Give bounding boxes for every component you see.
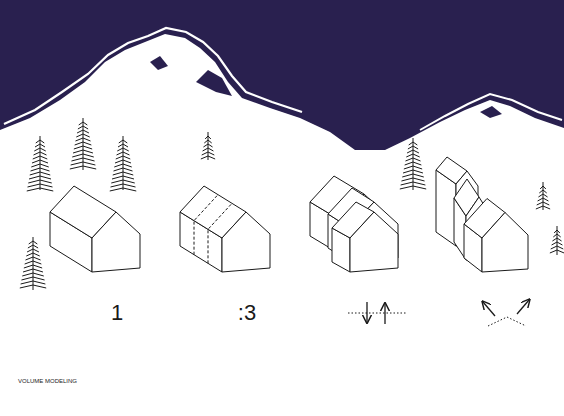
splay-symbol	[483, 300, 529, 326]
fir-tree	[536, 182, 550, 210]
push-pull-symbol	[348, 302, 406, 324]
house-volume	[50, 186, 140, 272]
fir-tree	[20, 237, 46, 290]
snow-ridge	[420, 94, 562, 130]
step-label: :3	[238, 302, 256, 324]
rock-shadow	[196, 70, 232, 96]
step-label: 1	[111, 302, 123, 324]
house-volume	[332, 202, 398, 272]
fir-tree	[400, 138, 426, 190]
fir-tree	[550, 226, 564, 255]
fir-tree	[70, 118, 96, 170]
house-volumes	[50, 157, 528, 272]
fir-tree	[201, 132, 215, 160]
house-volume	[180, 186, 270, 272]
caption: VOLUME MODELING	[18, 378, 77, 384]
rock-shadow	[480, 106, 502, 118]
snow-ridge	[4, 28, 302, 124]
fir-tree	[27, 136, 54, 191]
mountains	[0, 34, 564, 416]
rock-shadow	[150, 56, 168, 70]
trees	[20, 118, 564, 290]
fir-tree	[110, 136, 137, 191]
house-volume	[464, 199, 528, 273]
